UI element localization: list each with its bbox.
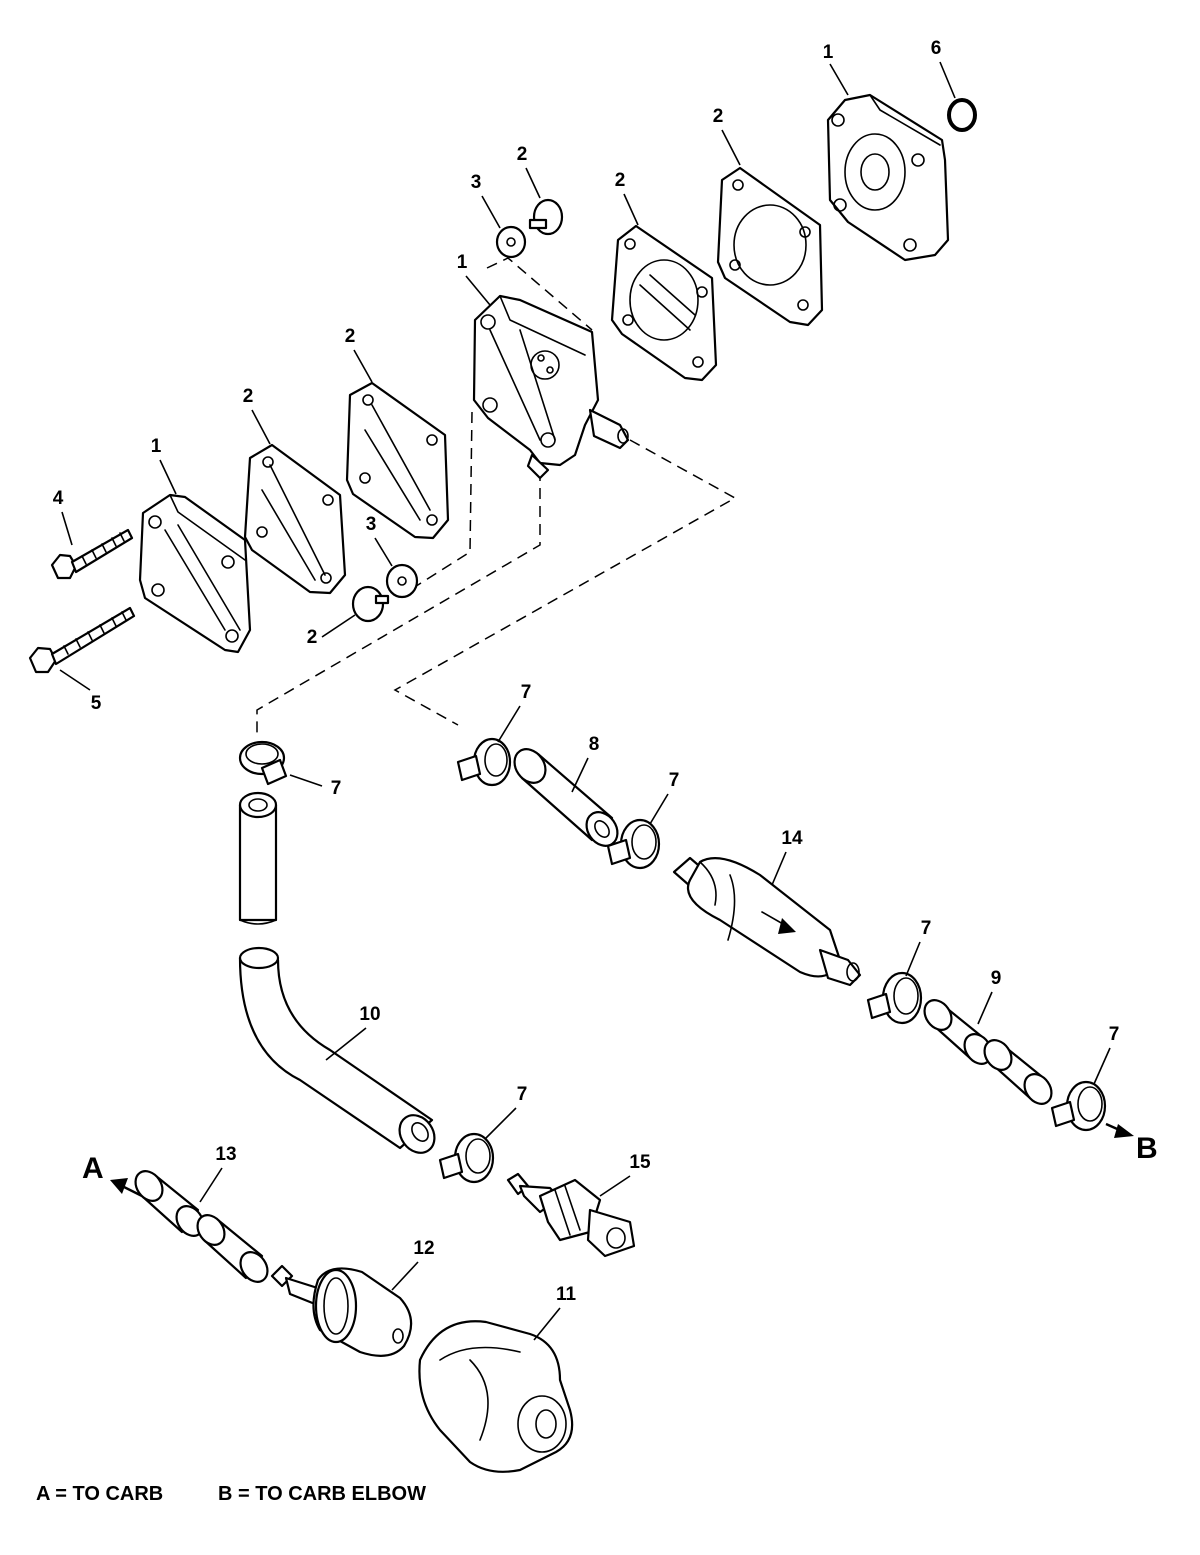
callout-3-washer-bottom: 3 [366, 514, 377, 535]
hose-9-part [923, 999, 1053, 1105]
hose-10-part [238, 791, 436, 1154]
callout-2-gasket-left: 2 [243, 386, 254, 407]
a-arrow-icon [110, 1178, 143, 1198]
callout-11-boot: 11 [556, 1284, 577, 1305]
callout-13-hose: 13 [215, 1144, 236, 1165]
callout-8-hose: 8 [589, 734, 600, 755]
callout-1-pump-body: 1 [457, 252, 468, 273]
o-ring-part [947, 98, 977, 132]
boot-part [418, 1320, 574, 1473]
callout-15-fitting: 15 [629, 1152, 651, 1173]
clamp-top-part [456, 737, 512, 787]
primer-bulb-part [270, 1264, 413, 1357]
hose-8-part [513, 748, 619, 847]
washer-bottom-part [385, 563, 419, 599]
callout-1-right-cover: 1 [823, 42, 834, 63]
callout-2-diaphragm-left: 2 [345, 326, 356, 347]
fuel-filter-part [672, 856, 862, 987]
callout-4-screw: 4 [53, 488, 64, 509]
hose-13-part [134, 1170, 269, 1283]
callout-7-clamp-far-right: 7 [1109, 1024, 1120, 1045]
callout-10-hose: 10 [359, 1004, 380, 1025]
connection-lines [256, 257, 737, 738]
callout-14-filter: 14 [781, 828, 803, 849]
clamp-left-part [238, 740, 288, 786]
callout-1-left-cover: 1 [151, 436, 162, 457]
clamp-mid-part [606, 818, 661, 870]
callout-2-check-valve-bottom: 2 [307, 627, 318, 648]
end-label-a: A [82, 1152, 104, 1185]
clamp-right-part [866, 971, 923, 1025]
clamp-far-right-part [1050, 1080, 1107, 1132]
pump-body-part [472, 294, 630, 480]
fitting-part [506, 1172, 636, 1258]
callout-6-o-ring: 6 [931, 38, 942, 59]
check-valve-top-part [528, 198, 564, 236]
diaphragm-left-part [345, 381, 450, 540]
callout-7-clamp-left: 7 [331, 778, 342, 799]
callout-3-washer-top: 3 [471, 172, 482, 193]
callout-7-clamp-bottom: 7 [517, 1084, 528, 1105]
callout-7-clamp-mid: 7 [669, 770, 680, 791]
callout-5-screw: 5 [91, 693, 102, 714]
washer-top-part [495, 225, 527, 259]
screw-5-part [28, 606, 136, 674]
diaphragm-right-part [610, 224, 718, 382]
left-cover-part [138, 493, 252, 654]
end-label-b: B [1136, 1132, 1158, 1165]
callout-7-clamp-right: 7 [921, 918, 932, 939]
b-arrow-icon [1105, 1122, 1134, 1138]
legend-a: A = TO CARB [36, 1483, 163, 1505]
clamp-bottom-part [438, 1132, 495, 1184]
legend-b: B = TO CARB ELBOW [218, 1483, 426, 1505]
callout-2-diaphragm-right: 2 [615, 170, 626, 191]
callout-7-clamp-top: 7 [521, 682, 532, 703]
callout-9-hose: 9 [991, 968, 1002, 989]
gasket-left-part [243, 443, 347, 595]
callout-12-primer-bulb: 12 [413, 1238, 434, 1259]
right-cover-part [826, 93, 950, 262]
callout-2-check-valve-top: 2 [517, 144, 528, 165]
screw-4-part [50, 528, 134, 580]
check-valve-bottom-part [351, 585, 390, 623]
callout-2-gasket-right: 2 [713, 106, 724, 127]
gasket-right-part [716, 166, 824, 327]
